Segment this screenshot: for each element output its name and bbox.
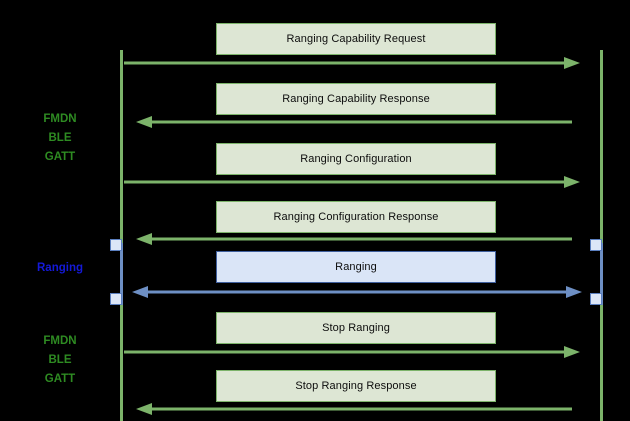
left-lifeline-green-bottom (120, 305, 123, 421)
message-arrow-right-3 (124, 345, 580, 359)
phase-label-bottom: FMDN BLE GATT (43, 335, 77, 385)
message-box-stop-ranging-response: Stop Ranging Response (216, 370, 496, 402)
left-lifeline-blue-ranging (120, 243, 123, 309)
message-arrow-bidirectional-ranging (132, 285, 582, 299)
left-ranging-end-marker (110, 293, 122, 305)
message-arrow-left-1 (136, 115, 572, 129)
message-box-ranging-capability-request: Ranging Capability Request (216, 23, 496, 55)
right-lifeline-green-bottom (600, 305, 603, 421)
right-ranging-start-marker (590, 239, 602, 251)
message-box-ranging-configuration-response: Ranging Configuration Response (216, 201, 496, 233)
left-ranging-start-marker (110, 239, 122, 251)
message-box-ranging: Ranging (216, 251, 496, 283)
message-box-stop-ranging: Stop Ranging (216, 312, 496, 344)
message-arrow-right-2 (124, 175, 580, 189)
message-arrow-right-1 (124, 56, 580, 70)
right-ranging-end-marker (590, 293, 602, 305)
phase-label-top: FMDN BLE GATT (43, 113, 77, 163)
message-box-ranging-configuration: Ranging Configuration (216, 143, 496, 175)
message-arrow-left-2 (136, 232, 572, 246)
left-lifeline-green-top (120, 50, 123, 245)
message-box-ranging-capability-response: Ranging Capability Response (216, 83, 496, 115)
phase-label-middle: Ranging (37, 262, 83, 274)
right-lifeline-green-top (600, 50, 603, 245)
right-lifeline-blue-ranging (600, 243, 603, 309)
message-arrow-left-3 (136, 402, 572, 416)
